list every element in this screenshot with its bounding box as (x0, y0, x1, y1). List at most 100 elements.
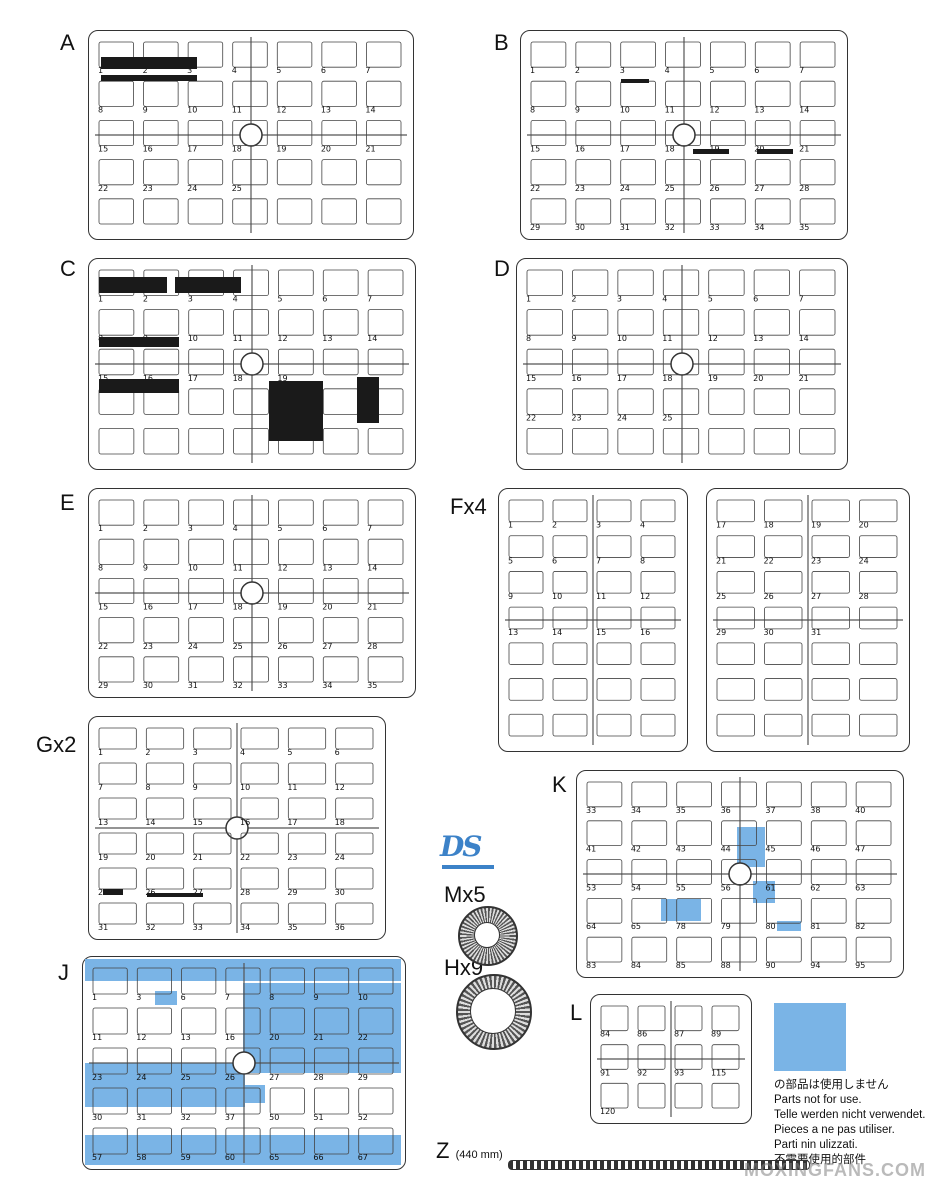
sprue-c-part (233, 388, 269, 415)
tire-m-hub (474, 922, 500, 948)
sprue-g-part (240, 762, 279, 785)
sprue-j-part-number: 66 (313, 1153, 323, 1162)
sprue-c-part-number: 6 (322, 295, 327, 304)
sprue-f-right-part-number: 20 (859, 521, 869, 530)
sprue-e-part (322, 538, 359, 565)
sprue-e-part-number: 3 (188, 524, 193, 533)
sprue-d-part (572, 388, 609, 415)
sprue-b-part (530, 159, 567, 186)
sprue-b-part (754, 159, 791, 186)
sprue-b-part (710, 120, 746, 147)
sprue-a-part-number: 20 (321, 145, 331, 154)
sprue-c-part (233, 348, 269, 376)
sprue-c-part (98, 348, 135, 376)
sprue-e-part (367, 656, 404, 683)
sprue-j-unused-area (155, 991, 177, 1005)
sprue-a-dark-part (101, 57, 197, 69)
sprue-j-unused-area (243, 983, 401, 1073)
sprue-e-part-number: 4 (233, 524, 238, 533)
sprue-label-j: J (58, 960, 69, 985)
sprue-f-left-part-number: 8 (640, 556, 645, 565)
sprue-k-part (676, 859, 712, 885)
sprue-k-part-number: 82 (855, 922, 865, 931)
sprue-f-left-part (552, 678, 588, 701)
sprue-a-part (232, 120, 268, 147)
sprue-j-part-number: 26 (225, 1073, 235, 1082)
sprue-k-part (631, 859, 668, 885)
sprue-e-part-number: 27 (322, 642, 332, 651)
sprue-j-part-number: 10 (358, 993, 368, 1002)
sprue-f-left-part (596, 499, 632, 523)
sprue-d-part-number: 14 (799, 334, 809, 343)
sprue-d-part (526, 388, 563, 415)
sprue-a-part (187, 80, 224, 107)
sprue-k-part (855, 859, 892, 885)
sprue-k-part (766, 820, 802, 846)
sprue-c-part-number: 12 (277, 334, 287, 343)
sprue-j-part-number: 60 (225, 1153, 235, 1162)
sprue-c-part-number: 18 (233, 374, 243, 383)
sprue-b-part-number: 21 (799, 145, 809, 154)
sprue-a-dark-part (101, 75, 197, 81)
sprue-a-part (366, 80, 402, 107)
sprue-e-part (188, 499, 224, 526)
sprue-f-left-part (640, 499, 676, 523)
sprue-g-part-number: 30 (335, 888, 345, 897)
sprue-a-part (321, 159, 357, 186)
sprue-j-part-number: 25 (181, 1073, 191, 1082)
sprue-b-part-number: 34 (754, 223, 764, 232)
sprue-j-part (136, 1127, 172, 1155)
sprue-j-part (92, 1087, 128, 1115)
sprue-f-left-part-number: 15 (596, 628, 606, 637)
sprue-b: 1234567891011121314151617181920212223242… (520, 30, 848, 240)
sprue-k-part-number: 65 (631, 922, 641, 931)
sprue-e-center-gate (240, 581, 264, 605)
sprue-e-part-number: 22 (98, 642, 108, 651)
sprue-f-left-part (640, 678, 676, 701)
sprue-f-left-part-number: 7 (596, 556, 601, 565)
sprue-f-left-part (640, 535, 676, 558)
sprue-j-part (269, 1047, 305, 1075)
sprue-b-part (754, 80, 791, 107)
sprue-c-part-number: 3 (188, 295, 193, 304)
sprue-e-part (143, 538, 180, 565)
sprue-f-left-part-number: 6 (552, 556, 557, 565)
sprue-a-part-number: 6 (321, 66, 326, 75)
sprue-d-part-number: 22 (526, 413, 536, 422)
sprue-f-right-part (811, 678, 850, 701)
sprue-a-part (276, 80, 313, 107)
sprue-e-part-number: 10 (188, 563, 198, 572)
sprue-f-right-part-number: 29 (716, 628, 726, 637)
sprue-d-part-number: 23 (571, 413, 581, 422)
sprue-b-part-number: 27 (754, 184, 764, 193)
sprue-f-left-part (508, 606, 544, 630)
sprue-g-part (98, 902, 137, 925)
sprue-e-part (367, 538, 404, 565)
sprue-g-center-gate (225, 816, 249, 840)
sprue-e-part-number: 5 (277, 524, 282, 533)
sprue-e-part-number: 12 (277, 563, 287, 572)
sprue-j-part-number: 58 (136, 1153, 146, 1162)
sprue-g-part-number: 36 (335, 923, 345, 932)
sprue-d-part-number: 25 (662, 413, 672, 422)
sprue-b-part-number: 16 (575, 145, 585, 154)
sprue-l-part (637, 1005, 666, 1032)
sprue-d-part (617, 269, 654, 297)
sprue-d-part (708, 269, 745, 297)
sprue-k-part (721, 781, 757, 808)
sprue-d-part (526, 348, 563, 376)
sprue-k-part-number: 33 (586, 806, 596, 815)
sprue-g-part (335, 902, 374, 925)
sprue-a-part (321, 120, 357, 147)
sprue-k-part (676, 820, 712, 846)
sprue-b-part-number: 8 (530, 105, 535, 114)
sprue-d-part (526, 309, 563, 336)
sprue-g-part-number: 17 (287, 818, 297, 827)
sprue-g-part (335, 727, 374, 750)
sprue-b-part-number: 4 (665, 66, 670, 75)
sprue-g-part-number: 1 (98, 748, 103, 757)
sprue-d-part (799, 269, 836, 297)
